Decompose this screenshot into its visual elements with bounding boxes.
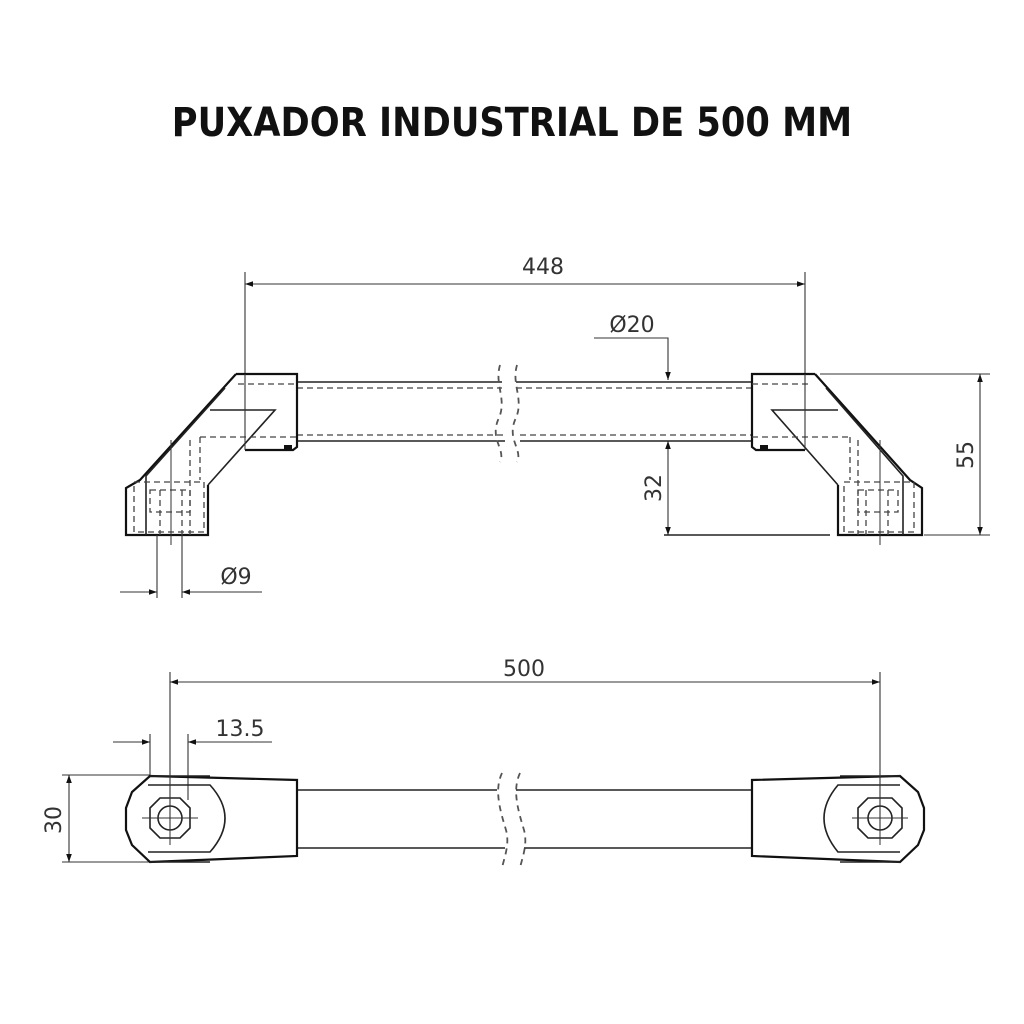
right-bracket-side [750,372,924,545]
dimension-500-label: 500 [503,657,545,682]
dimension-13-5: 13.5 [113,717,272,800]
dimension-448-label: 448 [522,255,564,280]
bar-diameter-label: Ø20 [609,313,654,338]
drawing-title: PUXADOR INDUSTRIAL DE 500 MM [171,100,853,146]
dimension-13-5-label: 13.5 [216,717,265,742]
handle-bar-side [297,364,752,463]
dimension-55-label: 55 [954,441,979,469]
handle-bar-top [297,772,752,869]
dimension-30: 30 [42,774,150,863]
dimension-448: 448 [244,255,806,440]
dimension-55: 55 [820,373,990,536]
left-bracket-side [124,372,299,545]
right-end-top [750,672,926,864]
dimension-30-label: 30 [42,806,67,834]
side-view: 448 Ø20 [120,255,990,598]
dimension-32-label: 32 [642,474,667,502]
left-end-top [124,672,299,864]
dimension-500: 500 [169,657,881,830]
hole-diameter-label: Ø9 [220,565,251,590]
dimension-32: 32 [642,441,830,536]
top-view: 500 13.5 30 [42,657,926,869]
dimension-hole-diameter: Ø9 [120,535,262,598]
dimension-bar-diameter: Ø20 [594,313,671,380]
